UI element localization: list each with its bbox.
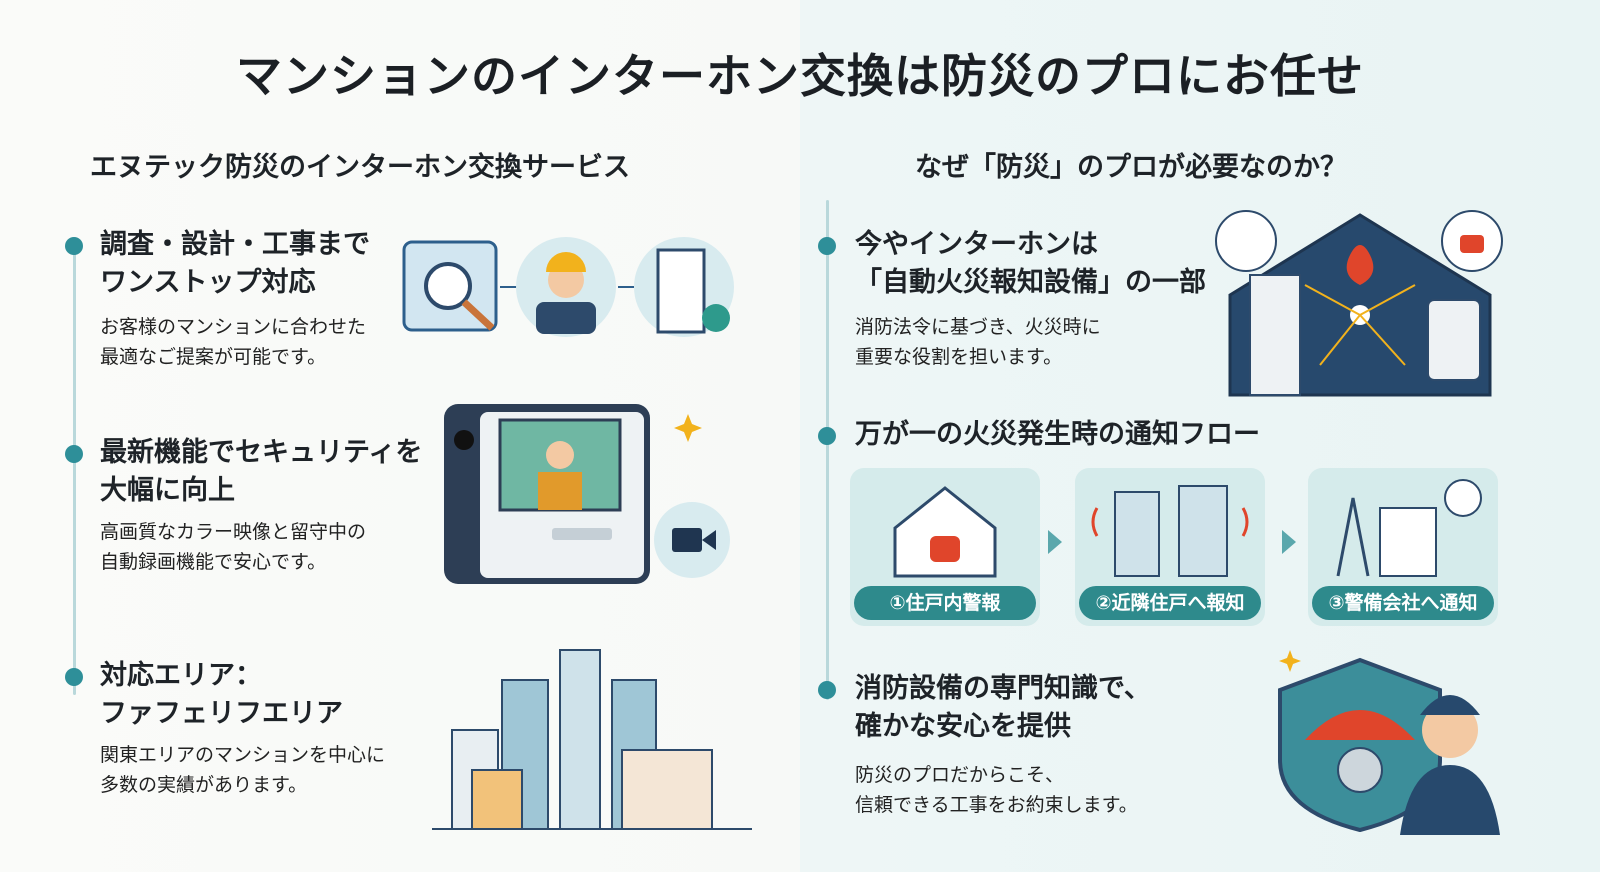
item-desc: お客様のマンションに合わせた最適なご提案が可能です。 — [100, 316, 367, 368]
flow-step-3: ③警備会社へ通知 — [1308, 468, 1498, 626]
worker-icon — [516, 237, 616, 337]
page-title: マンションのインターホン交換は防災のプロにお任せ — [236, 49, 1364, 103]
fire-alarm-house-icon — [1215, 210, 1503, 397]
item-title: 消防設備の専門知識で、確かな安心を提供 — [855, 673, 1151, 742]
flow-step-2: ②近隣住戸へ報知 — [1075, 468, 1265, 626]
item-title: 今やインターホンは「自動火災報知設備」の一部 — [855, 229, 1206, 298]
bullet-dot — [818, 237, 836, 255]
item-desc: 防災のプロだからこそ、信頼できる工事をお約束します。 — [855, 764, 1138, 816]
item-title: 最新機能でセキュリティを大幅に向上 — [100, 437, 423, 506]
item-title: 対応エリア：ファフェリフエリア — [100, 660, 343, 729]
flow-step-1: ①住戸内警報 — [850, 468, 1040, 626]
bullet-dot — [65, 445, 83, 463]
flow-step-label: ①住戸内警報 — [854, 586, 1036, 620]
firefighter-shield-icon — [1278, 650, 1500, 835]
right-timeline — [826, 200, 829, 700]
left-section-heading: エヌテック防災のインターホン交換サービス — [90, 152, 630, 183]
item-desc: 関東エリアのマンションを中心に多数の実績があります。 — [100, 744, 386, 796]
blueprint-icon — [402, 240, 498, 332]
flow-step-label: ②近隣住戸へ報知 — [1079, 586, 1261, 620]
city-skyline-icon — [432, 649, 752, 830]
flow-step-label: ③警備会社へ通知 — [1312, 586, 1494, 620]
house-alarm-icon — [893, 486, 997, 578]
security-company-icon — [1336, 479, 1482, 577]
item-desc: 高画質なカラー映像と留守中の自動録画機能で安心です。 — [100, 521, 367, 573]
arrow-right-icon — [1048, 530, 1062, 554]
video-intercom-icon — [444, 404, 730, 584]
right-section-heading: なぜ「防災」のプロが必要なのか？ — [915, 152, 1347, 183]
building-check-icon — [634, 237, 734, 337]
left-timeline — [73, 245, 76, 695]
item-title: 万が一の火災発生時の通知フロー — [855, 419, 1260, 450]
bullet-dot — [818, 681, 836, 699]
survey-design-construction-icons — [402, 237, 734, 337]
bullet-dot — [818, 427, 836, 445]
arrow-right-icon — [1282, 530, 1296, 554]
item-desc: 消防法令に基づき、火災時に重要な役割を担います。 — [855, 316, 1101, 368]
bullet-dot — [65, 237, 83, 255]
bullet-dot — [65, 668, 83, 686]
neighbor-buildings-icon — [1091, 485, 1249, 577]
item-title: 調査・設計・工事までワンストップ対応 — [100, 229, 370, 298]
